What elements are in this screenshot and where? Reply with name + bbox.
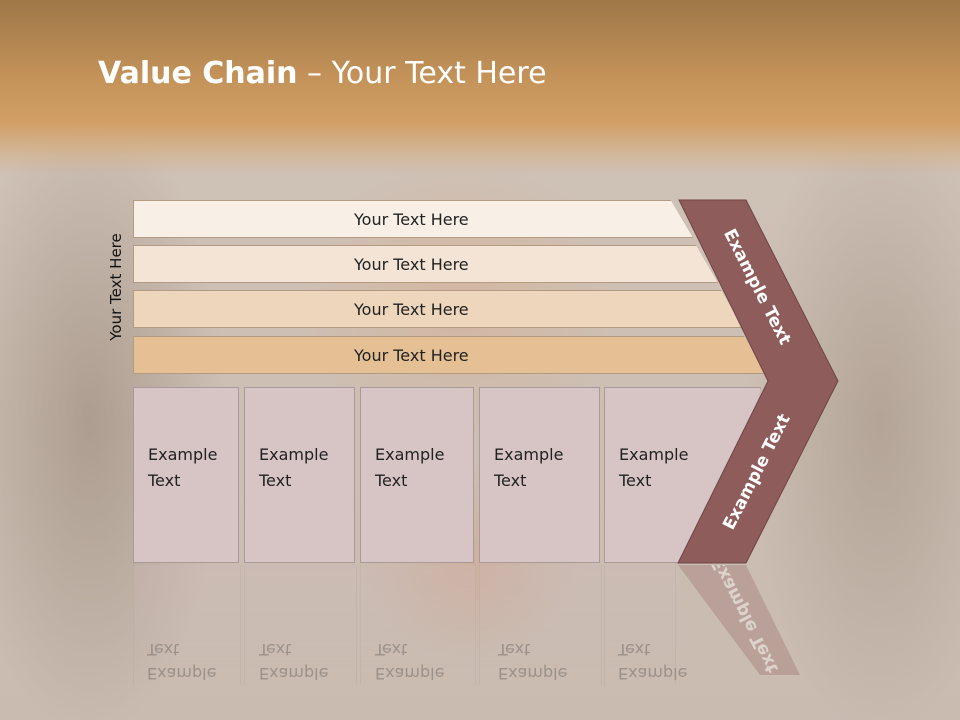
box-4: Example Text (479, 387, 600, 563)
box-5-line2: Text (619, 471, 652, 490)
reflection-box-3 (360, 565, 476, 685)
bar-4: Your Text Here (133, 336, 766, 374)
box-2-line2: Text (259, 471, 292, 490)
reflection-box-1 (133, 565, 241, 685)
slide-title: Value Chain – Your Text Here (98, 56, 547, 91)
reflection-box-4 (479, 565, 602, 685)
title-band (0, 0, 960, 175)
box-2: Example Text (244, 387, 355, 563)
box-1: Example Text (133, 387, 239, 563)
bar-2-label: Your Text Here (354, 254, 469, 274)
box-3-line2: Text (375, 471, 408, 490)
box-3: Example Text (360, 387, 474, 563)
box-1-line2: Text (148, 471, 181, 490)
bar-3-label: Your Text Here (354, 299, 469, 319)
bar-3: Your Text Here (133, 290, 743, 328)
bar-2: Your Text Here (133, 245, 718, 283)
box-4-line1: Example (494, 445, 564, 464)
box-4-line2: Text (494, 471, 527, 490)
box-3-line1: Example (375, 445, 445, 464)
reflection-box-5 (604, 565, 676, 685)
title-bold: Value Chain (98, 56, 298, 91)
reflection: Example Text Example Text Example Text E… (0, 565, 960, 720)
title-rest: – Your Text Here (297, 56, 547, 91)
reflection-chevron: Example Text (678, 565, 800, 676)
bar-4-label: Your Text Here (354, 345, 469, 365)
chevron-shape (677, 199, 839, 564)
reflection-box-2 (244, 565, 357, 685)
bar-1: Your Text Here (133, 200, 693, 238)
box-5-line1: Example (619, 445, 689, 464)
box-2-line1: Example (259, 445, 329, 464)
reflection-chevron-shape (678, 565, 800, 675)
bar-1-label: Your Text Here (354, 209, 469, 229)
box-1-line1: Example (148, 445, 218, 464)
